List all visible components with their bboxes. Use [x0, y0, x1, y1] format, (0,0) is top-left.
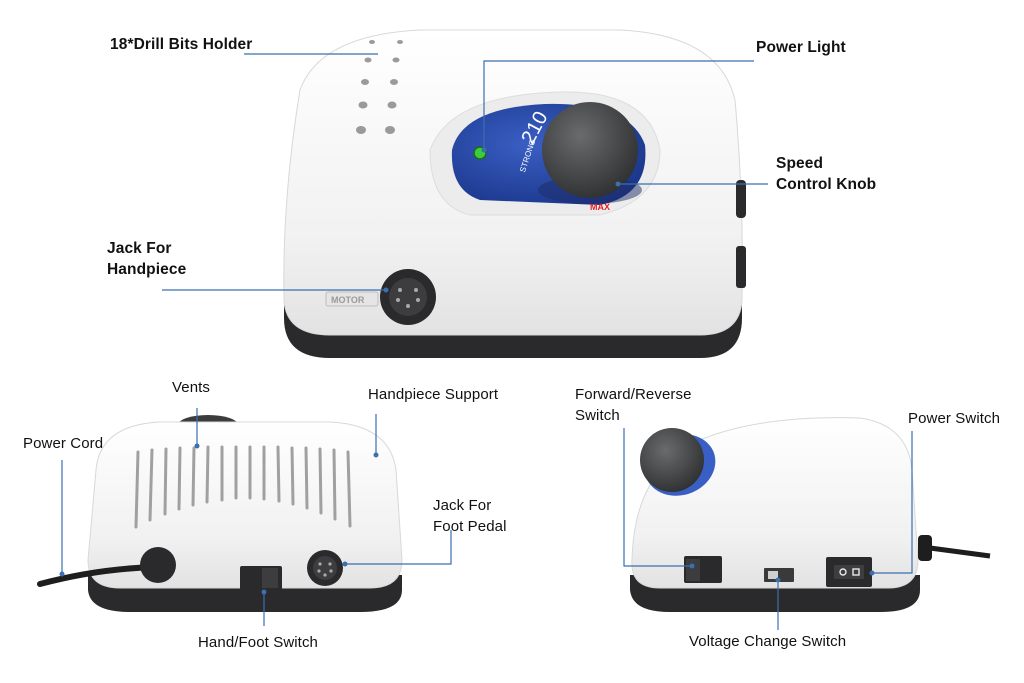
callout-jack-for-handpiece: Jack For Handpiece: [107, 238, 186, 280]
callout-drill-bits-holder: 18*Drill Bits Holder: [110, 36, 253, 53]
side-view-unit: [630, 417, 991, 612]
callout-jack-for-handpiece-line2: Handpiece: [107, 261, 187, 278]
speed-control-knob: [542, 102, 638, 198]
callout-jack-for-foot-pedal-line1: Jack For: [433, 497, 492, 514]
callout-voltage-change-switch: Voltage Change Switch: [689, 633, 847, 650]
side-power-cord: [929, 545, 991, 559]
callout-forward-reverse-switch: Forward/Reverse Switch: [575, 384, 692, 426]
callout-jack-for-handpiece-line1: Jack For: [107, 240, 172, 257]
callout-power-switch: Power Switch: [908, 410, 1001, 427]
callout-power-cord: Power Cord: [23, 435, 104, 452]
motor-label: MOTOR: [331, 295, 365, 305]
callout-forward-reverse-switch-line1: Forward/Reverse: [575, 386, 692, 403]
callout-jack-for-foot-pedal-line2: Foot Pedal: [433, 518, 507, 535]
callout-vents: Vents: [172, 379, 211, 396]
side-connector-bottom: [736, 246, 746, 288]
callout-speed-control-knob: Speed Control Knob: [776, 153, 876, 195]
max-label: MAX: [590, 202, 610, 212]
back-vents: [134, 445, 352, 529]
front-view-unit: 210 STRONG MAX MOTOR: [283, 29, 746, 358]
power-cord-grommet: [140, 547, 176, 583]
side-cord-plug: [918, 535, 932, 561]
motor-plate: [325, 291, 379, 307]
side-speed-knob: [640, 428, 704, 492]
drill-bit-holes: [356, 40, 403, 134]
callout-speed-control-knob-line1: Speed: [776, 155, 824, 172]
callout-speed-control-knob-line2: Control Knob: [776, 176, 877, 193]
callout-power-light: Power Light: [756, 39, 846, 56]
callout-jack-for-foot-pedal: Jack For Foot Pedal: [433, 495, 507, 537]
callout-forward-reverse-switch-line2: Switch: [575, 407, 620, 424]
callout-leader-lines: [61, 53, 913, 630]
callout-handpiece-support: Handpiece Support: [368, 386, 499, 403]
side-connector-top: [736, 180, 746, 218]
callout-hand-foot-switch: Hand/Foot Switch: [198, 634, 318, 651]
back-view-unit: [37, 415, 403, 612]
callout-endpoints: [59, 147, 875, 595]
